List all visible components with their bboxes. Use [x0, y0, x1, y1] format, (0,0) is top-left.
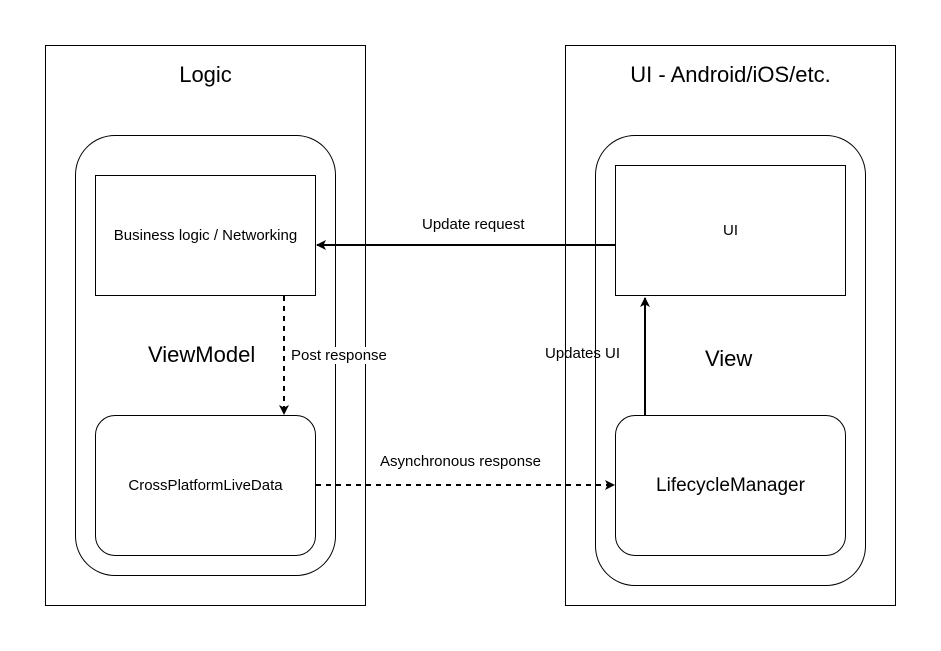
async-response-label: Asynchronous response	[380, 453, 541, 470]
update-request-label: Update request	[422, 216, 525, 233]
lifecycle-manager-label: LifecycleManager	[656, 474, 805, 496]
ui-platform-title: UI - Android/iOS/etc.	[630, 62, 831, 87]
updates-ui-label: Updates UI	[545, 345, 621, 362]
view-label: View	[705, 346, 753, 371]
livedata-label: CrossPlatformLiveData	[128, 477, 283, 494]
viewmodel-label: ViewModel	[148, 342, 256, 367]
post-response-label: Post response	[289, 347, 389, 364]
business-logic-label: Business logic / Networking	[113, 227, 298, 244]
livedata-box	[95, 415, 316, 556]
ui-box	[615, 165, 846, 296]
business-logic-box	[95, 175, 316, 296]
lifecycle-manager-box	[615, 415, 846, 556]
logic-title: Logic	[179, 62, 232, 87]
ui-box-label: UI	[723, 222, 738, 239]
